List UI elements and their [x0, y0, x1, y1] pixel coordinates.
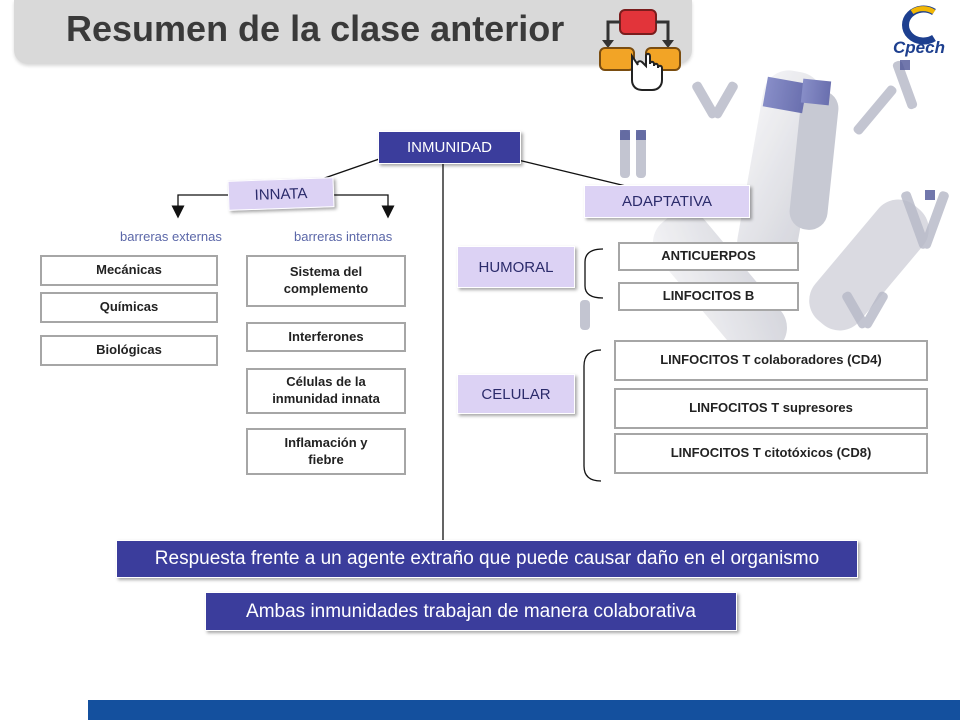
humoral-item: LINFOCITOS B	[618, 282, 799, 311]
barreras-internas-label: barreras internas	[294, 229, 393, 244]
summary-banner-colaborativa: Ambas inmunidades trabajan de manera col…	[205, 592, 737, 631]
inmunidad-root-box: INMUNIDAD	[378, 131, 521, 164]
barreras-externas-label: barreras externas	[120, 229, 222, 244]
footer-bar	[88, 700, 960, 720]
cpech-logo-icon	[902, 5, 936, 45]
summary-banner-respuesta: Respuesta frente a un agente extraño que…	[116, 540, 858, 578]
barrera-externa-item: Biológicas	[40, 335, 218, 366]
barrera-externa-item: Químicas	[40, 292, 218, 323]
celular-item: LINFOCITOS T supresores	[614, 388, 928, 429]
barrera-interna-item: Sistema del complemento	[246, 255, 406, 307]
flowchart-click-icon	[599, 9, 681, 91]
antibody-background-illustration	[580, 60, 949, 359]
barrera-interna-item: Interferones	[246, 322, 406, 352]
innata-box: INNATA	[227, 177, 335, 211]
humoral-box: HUMORAL	[457, 246, 575, 288]
title-banner	[14, 0, 692, 64]
logo-text: Cpech	[893, 38, 945, 57]
adaptativa-box: ADAPTATIVA	[584, 185, 750, 218]
celular-item: LINFOCITOS T citotóxicos (CD8)	[614, 433, 928, 474]
page-title: Resumen de la clase anterior	[66, 8, 565, 49]
humoral-item: ANTICUERPOS	[618, 242, 799, 271]
barrera-externa-item: Mecánicas	[40, 255, 218, 286]
barrera-interna-item: Inflamación y fiebre	[246, 428, 406, 475]
celular-item: LINFOCITOS T colaboradores (CD4)	[614, 340, 928, 381]
barrera-interna-item: Células de la inmunidad innata	[246, 368, 406, 414]
celular-box: CELULAR	[457, 374, 575, 414]
